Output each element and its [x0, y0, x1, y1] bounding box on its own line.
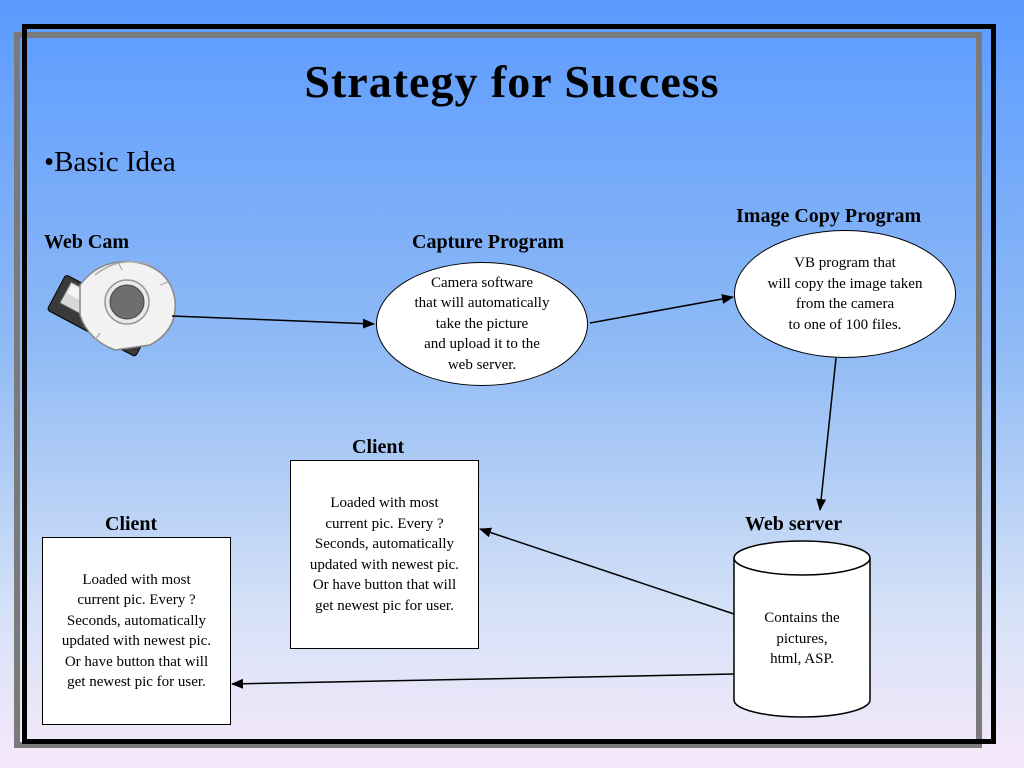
client-middle-line: current pic. Every ? — [325, 515, 444, 532]
client-left-line: Seconds, automatically — [66, 612, 207, 629]
capture-program-text: Camera software that will automatically … — [415, 273, 550, 376]
edge-webserver-to-client-middle — [479, 527, 735, 615]
client-left-line: Loaded with most — [82, 571, 191, 588]
webserver-line: html, ASP. — [770, 651, 834, 667]
client-middle-line: Seconds, automatically — [314, 536, 455, 552]
client-left-node: Loaded with most current pic. Every ? Se… — [42, 537, 231, 725]
capture-line: that will automatically — [414, 295, 550, 312]
imagecopy-line: from the camera — [795, 296, 895, 312]
client-middle-node: Loaded with most current pic. Every ? Se… — [290, 460, 479, 649]
client-left-line: get newest pic for user. — [67, 674, 206, 690]
client-middle-text: Loaded with most current pic. Every ? Se… — [310, 493, 459, 616]
imagecopy-line: to one of 100 files. — [788, 316, 902, 333]
webserver-line: Contains the — [764, 610, 840, 626]
client-left-line: updated with newest pic. — [61, 633, 212, 649]
capture-line: and upload it to the — [424, 336, 540, 353]
webcam-icon — [47, 260, 177, 357]
web-server-label: Web server — [745, 513, 843, 535]
edge-webserver-to-client-left — [231, 673, 735, 689]
client-middle-line: Loaded with most — [330, 495, 439, 511]
image-copy-program-label: Image Copy Program — [736, 205, 922, 227]
slide-title: Strategy for Success — [304, 56, 720, 107]
webserver-line: pictures, — [776, 630, 828, 647]
slide-frame — [22, 24, 996, 744]
image-copy-program-node: VB program that will copy the image take… — [734, 230, 956, 358]
capture-program-label: Capture Program — [412, 231, 565, 253]
client-middle-line: updated with newest pic. — [309, 556, 460, 573]
web-server-text: Contains the pictures, html, ASP. — [734, 608, 870, 670]
client-left-line: Or have button that will — [64, 653, 209, 670]
edge-webcam-to-capture — [171, 315, 375, 329]
client-left-label: Client — [105, 513, 158, 535]
imagecopy-line: will copy the image taken — [767, 275, 923, 292]
image-copy-program-text: VB program that will copy the image take… — [768, 253, 923, 335]
client-middle-line: Or have button that will — [312, 577, 457, 593]
web-server-cylinder — [733, 540, 871, 718]
imagecopy-line: VB program that — [794, 255, 896, 271]
capture-line: web server. — [447, 356, 517, 373]
edge-capture-to-imagecopy — [589, 294, 734, 324]
capture-line: take the picture — [435, 315, 529, 332]
slide-frame-shadow — [14, 32, 982, 748]
client-left-line: current pic. Every ? — [77, 592, 196, 608]
capture-program-node: Camera software that will automatically … — [376, 262, 588, 386]
client-middle-line: get newest pic for user. — [315, 597, 454, 614]
client-left-text: Loaded with most current pic. Every ? Se… — [62, 570, 211, 693]
client-middle-label: Client — [352, 436, 405, 458]
capture-line: Camera software — [430, 274, 534, 291]
webcam-label: Web Cam — [44, 231, 129, 253]
bullet-basic-idea: •Basic Idea — [44, 146, 176, 178]
edge-imagecopy-to-webserver — [816, 357, 837, 511]
